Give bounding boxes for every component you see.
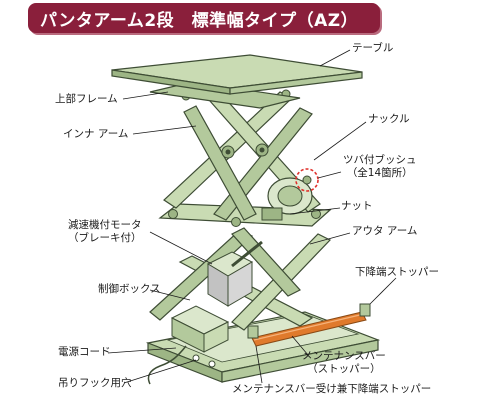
label-flange-bush-line2: （全14箇所） bbox=[346, 167, 413, 179]
label-flange-bush: ツバ付ブッシュ （全14箇所） bbox=[343, 154, 417, 180]
leader-lines bbox=[107, 49, 397, 384]
label-maint-bar: メンテナンスバー （ストッパー） bbox=[302, 350, 386, 376]
label-nut: ナット bbox=[341, 200, 373, 212]
label-motor: 減速機付モータ （ブレーキ付） bbox=[68, 219, 142, 245]
table-top bbox=[111, 54, 363, 95]
control-box bbox=[170, 305, 230, 353]
label-upper-frame: 上部フレーム bbox=[55, 93, 118, 105]
geared-motor bbox=[206, 240, 263, 307]
page-title: パンタアーム2段 標準幅タイプ（AZ） bbox=[40, 10, 359, 31]
label-control-box: 制御ボックス bbox=[98, 283, 161, 295]
label-power-cord: 電源コード bbox=[58, 346, 111, 358]
label-outer-arm: アウタ アーム bbox=[352, 225, 418, 237]
maintenance-bar bbox=[251, 311, 367, 347]
knuckle-housing bbox=[261, 177, 313, 221]
title-banner: パンタアーム2段 標準幅タイプ（AZ） bbox=[28, 3, 380, 33]
label-motor-line1: 減速機付モータ bbox=[68, 219, 142, 231]
hook-holes bbox=[192, 354, 216, 368]
label-table: テーブル bbox=[352, 42, 394, 54]
label-hook-hole: 吊りフック用穴 bbox=[58, 377, 132, 389]
label-maint-bar-receiver: メンテナンスバー受け兼下降端ストッパー bbox=[232, 383, 432, 395]
flange-bush-highlight bbox=[295, 168, 319, 192]
label-flange-bush-line1: ツバ付ブッシュ bbox=[343, 154, 417, 166]
label-maint-bar-line1: メンテナンスバー bbox=[302, 350, 386, 362]
lower-end-stoppers bbox=[247, 303, 371, 339]
inner-arm-upper bbox=[183, 105, 313, 221]
inner-arm-lower bbox=[149, 227, 301, 321]
power-cord bbox=[147, 345, 187, 385]
label-inner-arm: インナ アーム bbox=[63, 128, 129, 140]
label-lower-stopper: 下降端ストッパー bbox=[355, 266, 439, 278]
label-maint-bar-line2: （ストッパー） bbox=[307, 363, 381, 375]
label-knuckle: ナックル bbox=[368, 113, 410, 125]
label-motor-line2: （ブレーキ付） bbox=[68, 232, 142, 244]
